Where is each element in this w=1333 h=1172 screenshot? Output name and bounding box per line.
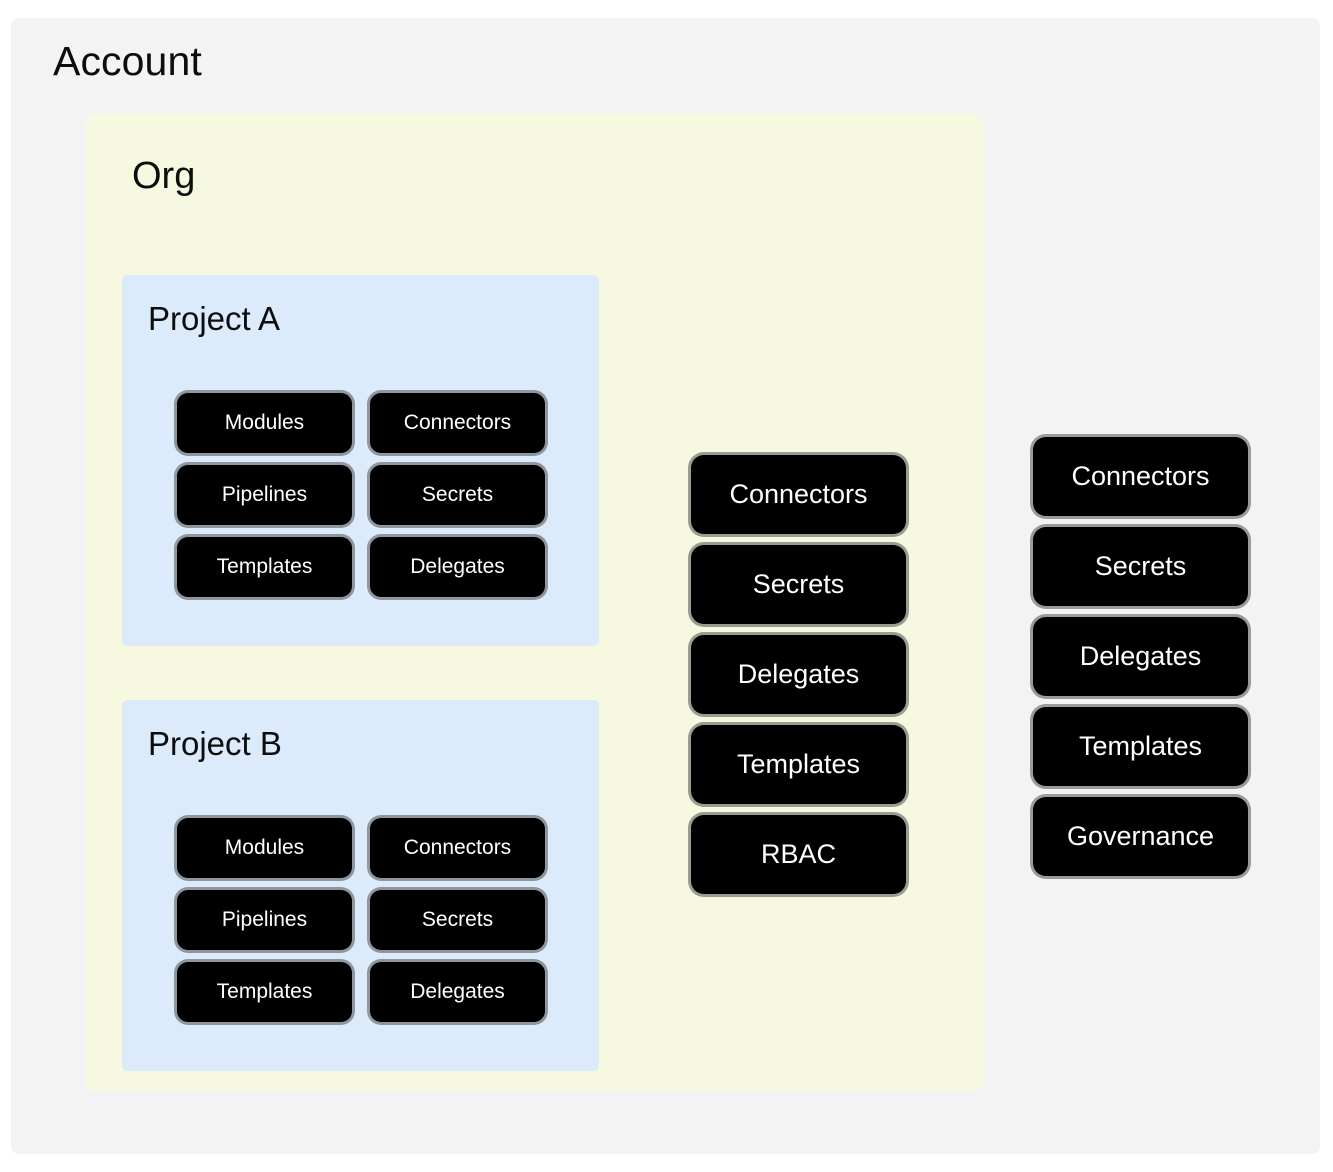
project-b-chip-modules[interactable]: Modules — [177, 818, 352, 878]
account-chip-connectors[interactable]: Connectors — [1033, 437, 1248, 516]
project-b-chip-connectors[interactable]: Connectors — [370, 818, 545, 878]
project-b-container: Project B Modules Connectors Pipelines S… — [122, 700, 599, 1071]
account-title: Account — [53, 38, 202, 84]
project-a-chip-pipelines[interactable]: Pipelines — [177, 465, 352, 525]
project-b-chip-templates[interactable]: Templates — [177, 962, 352, 1022]
project-a-chip-secrets[interactable]: Secrets — [370, 465, 545, 525]
account-chip-secrets[interactable]: Secrets — [1033, 527, 1248, 606]
org-chip-templates[interactable]: Templates — [691, 725, 906, 804]
org-chip-secrets[interactable]: Secrets — [691, 545, 906, 624]
org-chip-rbac[interactable]: RBAC — [691, 815, 906, 894]
account-chip-delegates[interactable]: Delegates — [1033, 617, 1248, 696]
account-chip-governance[interactable]: Governance — [1033, 797, 1248, 876]
org-chip-delegates[interactable]: Delegates — [691, 635, 906, 714]
project-a-chip-connectors[interactable]: Connectors — [370, 393, 545, 453]
org-resources-column: Connectors Secrets Delegates Templates R… — [691, 455, 906, 894]
project-a-container: Project A Modules Connectors Pipelines S… — [122, 275, 599, 646]
project-a-resource-grid: Modules Connectors Pipelines Secrets Tem… — [177, 393, 545, 597]
account-container: Account Org Project A Modules Connectors… — [11, 18, 1320, 1154]
project-b-chip-secrets[interactable]: Secrets — [370, 890, 545, 950]
account-resources-column: Connectors Secrets Delegates Templates G… — [1033, 437, 1248, 876]
org-title: Org — [132, 155, 196, 197]
project-a-chip-templates[interactable]: Templates — [177, 537, 352, 597]
project-a-chip-modules[interactable]: Modules — [177, 393, 352, 453]
project-a-title: Project A — [148, 300, 281, 337]
org-chip-connectors[interactable]: Connectors — [691, 455, 906, 534]
project-a-chip-delegates[interactable]: Delegates — [370, 537, 545, 597]
project-b-title: Project B — [148, 725, 282, 762]
project-b-resource-grid: Modules Connectors Pipelines Secrets Tem… — [177, 818, 545, 1022]
project-b-chip-delegates[interactable]: Delegates — [370, 962, 545, 1022]
org-container: Org Project A Modules Connectors Pipelin… — [86, 114, 983, 1091]
account-chip-templates[interactable]: Templates — [1033, 707, 1248, 786]
project-b-chip-pipelines[interactable]: Pipelines — [177, 890, 352, 950]
